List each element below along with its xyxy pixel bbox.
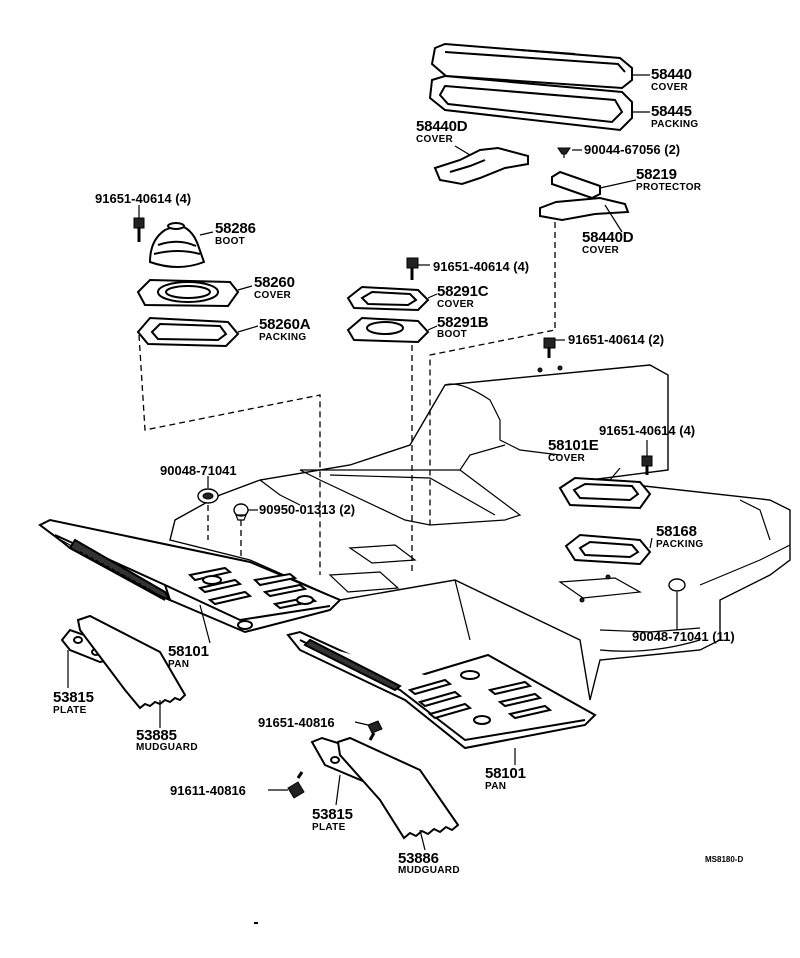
leader-lines	[67, 74, 678, 851]
label-58219: 58219	[636, 166, 677, 183]
pan-58101-right	[286, 630, 597, 750]
label-pan-right: 58101	[485, 765, 526, 782]
label-58440d-bottom: 58440D	[582, 229, 634, 246]
label-58440d-bottom-name: COVER	[582, 245, 620, 256]
label-58440: 58440	[651, 66, 692, 83]
packing-58168	[564, 533, 652, 566]
label-91651-right2: 91651-40614 (2)	[568, 332, 665, 347]
label-58260a: 58260A	[259, 316, 311, 333]
label-58291c: 58291C	[437, 283, 489, 300]
plug-90048-right	[668, 578, 686, 592]
label-58291b-name: BOOT	[437, 329, 468, 340]
label-plate-left-name: PLATE	[53, 705, 87, 716]
label-plate-right: 53815	[312, 806, 353, 823]
bolt-91651-mid	[406, 257, 419, 280]
boot-58291b	[346, 316, 430, 344]
label-58286-name: BOOT	[215, 236, 246, 247]
label-58286: 58286	[215, 220, 256, 237]
label-90950: 90950-01313 (2)	[259, 502, 356, 517]
boot-58286	[148, 222, 206, 268]
label-91611: 91611-40816	[170, 783, 246, 798]
label-mudguard-left-name: MUDGUARD	[136, 742, 198, 753]
label-pan-right-name: PAN	[485, 781, 507, 792]
label-58260: 58260	[254, 274, 295, 291]
label-58440d-top: 58440D	[416, 118, 468, 135]
pan-58101-left	[38, 518, 342, 634]
mudguard-53886-right	[336, 736, 460, 840]
bolt-91651-right2	[543, 337, 556, 358]
label-58445: 58445	[651, 103, 692, 120]
bolt-90044	[557, 147, 571, 158]
floor-body	[169, 364, 791, 701]
label-90048-right: 90048-71041 (11)	[632, 629, 735, 644]
label-mudguard-right: 53886	[398, 850, 439, 867]
label-58101e: 58101E	[548, 437, 599, 454]
cover-58440d-top	[433, 146, 529, 186]
plug-90048-left	[197, 488, 219, 504]
label-58168-name: PACKING	[656, 539, 704, 550]
label-91651-right4: 91651-40614 (4)	[599, 423, 696, 438]
label-91651-left: 91651-40614 (4)	[95, 191, 192, 206]
bolt-91651-left	[133, 217, 145, 242]
bolt-91611	[287, 771, 305, 799]
label-58260a-name: PACKING	[259, 332, 307, 343]
label-90044: 90044-67056 (2)	[584, 142, 681, 157]
packing-58260a	[136, 316, 240, 348]
cover-58260	[136, 278, 240, 308]
small-mark	[254, 922, 258, 924]
protector-58219	[551, 170, 601, 200]
label-plate-right-name: PLATE	[312, 822, 346, 833]
label-58440-name: COVER	[651, 82, 689, 93]
packing-58445	[428, 74, 633, 132]
diagram-code: MS8180-D	[705, 855, 744, 864]
label-58101e-name: COVER	[548, 453, 586, 464]
cover-58291c	[346, 285, 430, 312]
label-58291b: 58291B	[437, 314, 489, 331]
label-58219-name: PROTECTOR	[636, 182, 702, 193]
label-58260-name: COVER	[254, 290, 292, 301]
label-58440d-top-name: COVER	[416, 134, 454, 145]
cover-58440	[430, 42, 633, 90]
bolt-91651-right4	[641, 455, 653, 475]
label-58445-name: PACKING	[651, 119, 699, 130]
mudguard-53885-left	[76, 614, 187, 710]
label-pan-left-name: PAN	[168, 659, 190, 670]
label-58291c-name: COVER	[437, 299, 475, 310]
label-plate-left: 53815	[53, 689, 94, 706]
cover-58101e	[558, 476, 652, 510]
label-mudguard-left: 53885	[136, 727, 177, 744]
label-91651-40816: 91651-40816	[258, 715, 335, 730]
cover-58440d-bottom	[539, 196, 630, 222]
label-mudguard-right-name: MUDGUARD	[398, 865, 460, 876]
label-58168: 58168	[656, 523, 697, 540]
label-91651-mid: 91651-40614 (4)	[433, 259, 530, 274]
label-90048-left: 90048-71041	[160, 463, 237, 478]
label-pan-left: 58101	[168, 643, 209, 660]
bolt-91651-40816	[367, 720, 383, 741]
